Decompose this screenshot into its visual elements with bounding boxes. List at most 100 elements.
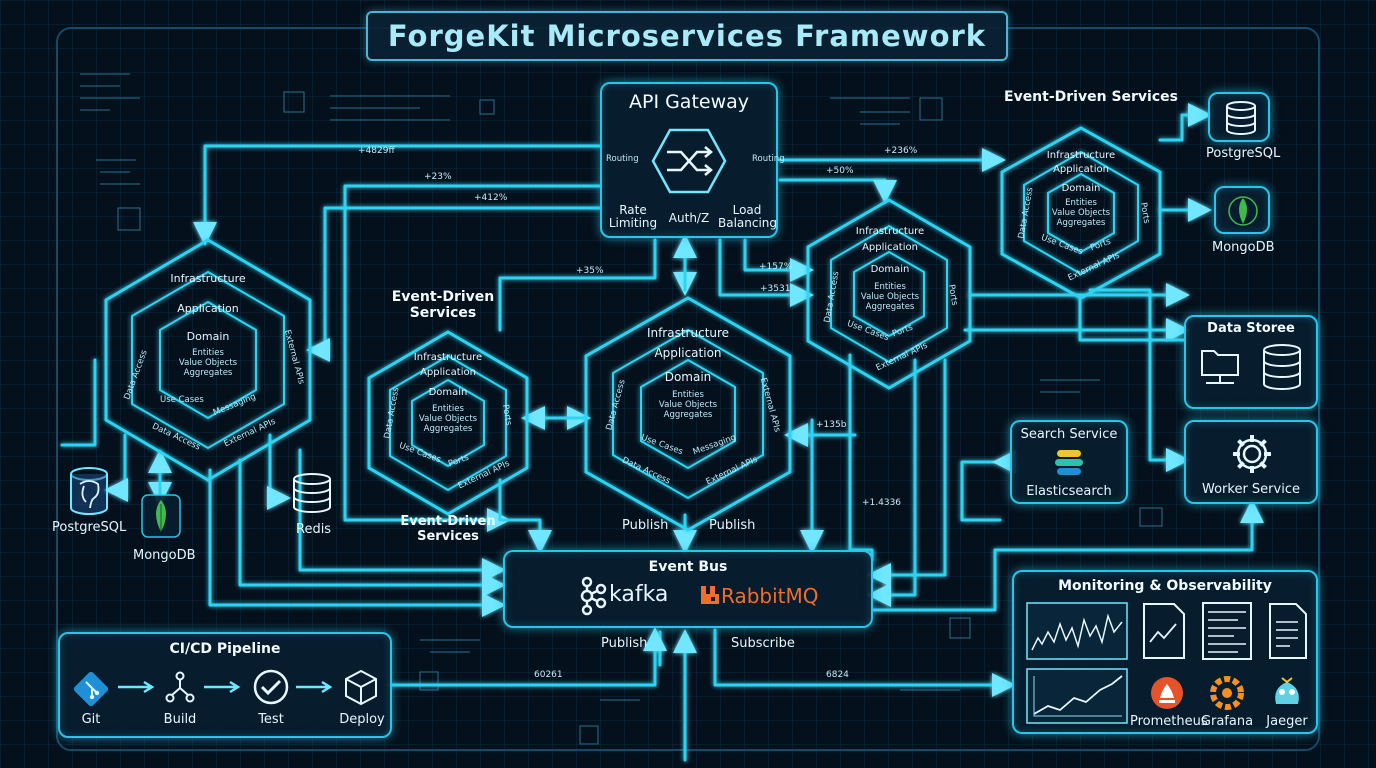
hex-left-application: Application (177, 302, 239, 315)
authz-label: Auth/Z (668, 211, 710, 225)
diagram-title-text: ForgeKit Microservices Framework (387, 19, 987, 53)
git-icon (73, 671, 109, 707)
postgresql-icon (70, 467, 108, 515)
hex-right-aggregates: Aggregates (865, 302, 915, 312)
hex-left-value-objects: Value Objects (178, 358, 238, 368)
kafka-label: kafka (609, 582, 669, 607)
edge-label: +412% (474, 193, 508, 203)
top-right-postgresql-label: PostgreSQL (1206, 146, 1281, 161)
hex-right-value-objects: Value Objects (860, 292, 920, 302)
monitoring-title: Monitoring & Observability (1058, 578, 1272, 594)
hexagon-top-right (1000, 126, 1162, 300)
edge-label: +3531 (760, 284, 791, 294)
event-bus-title: Event Bus (648, 559, 728, 575)
cicd-title: CI/CD Pipeline (169, 641, 281, 657)
jaeger-icon (1275, 677, 1299, 704)
shuffle-icon (651, 128, 727, 194)
hex-center-domain: Domain (664, 370, 712, 384)
hex-small-application: Application (420, 367, 476, 378)
circuit-decoration (80, 73, 1163, 745)
hex-center-value-objects: Value Objects (658, 400, 718, 410)
event-driven-label-center-bottom: Event-Driven Services (400, 514, 496, 544)
event-bus-box[interactable]: Event Bus kafka RabbitMQ (503, 550, 873, 628)
hex-small-infrastructure: Infrastructure (413, 352, 483, 363)
hex-small-value-objects: Value Objects (418, 414, 478, 424)
top-right-mongodb-box[interactable] (1214, 186, 1270, 234)
hex-topright-entities: Entities (1065, 198, 1097, 208)
edge-label: +157% (759, 262, 793, 272)
event-driven-label-top-right: Event-Driven Services (1004, 89, 1178, 105)
event-driven-label-center-top: Event-Driven Services (391, 289, 495, 321)
api-gateway-title: API Gateway (628, 91, 750, 113)
left-mongodb-label: MongoDB (133, 548, 196, 563)
hex-left-domain: Domain (186, 330, 230, 343)
hex-right-infrastructure: Infrastructure (855, 226, 925, 237)
kafka-icon (580, 576, 607, 616)
edge-label: 60261 (534, 670, 563, 680)
grafana-icon (1210, 676, 1244, 710)
hex-left-ring-1: Use Cases (160, 395, 204, 405)
edge-label: +35% (576, 266, 604, 276)
routing-left-label: Routing (606, 154, 639, 164)
hex-center-application: Application (654, 346, 722, 360)
metrics-chart-icon (1026, 602, 1128, 660)
worker-service-box[interactable]: Worker Service (1184, 420, 1318, 504)
hexagon-left (104, 238, 312, 482)
hexagon-small (367, 330, 529, 516)
left-redis-label: Redis (296, 522, 332, 537)
hexagon-center (584, 296, 792, 532)
hex-topright-domain: Domain (1061, 183, 1101, 194)
edge-label: 6824 (826, 670, 849, 680)
search-service-box[interactable]: Search Service Elasticsearch (1010, 420, 1128, 504)
hexagon-right (806, 198, 972, 390)
hex-small-aggregates: Aggregates (423, 424, 473, 434)
top-right-mongodb-label: MongoDB (1212, 240, 1275, 255)
search-service-title: Search Service (1020, 427, 1118, 442)
subscribe-bottom-label: Subscribe (731, 636, 795, 651)
diagram-title: ForgeKit Microservices Framework (366, 11, 1008, 61)
deploy-box-icon (345, 669, 377, 706)
hex-topright-aggregates: Aggregates (1056, 218, 1106, 228)
data-store-title: Data Storee (1207, 321, 1295, 336)
hex-center-entities: Entities (672, 390, 704, 400)
rabbitmq-label: RabbitMQ (721, 584, 819, 608)
test-check-icon (253, 669, 289, 705)
hex-topright-value-objects: Value Objects (1051, 208, 1111, 218)
edge-label: +236% (884, 146, 918, 156)
hex-left-aggregates: Aggregates (183, 368, 233, 378)
top-right-postgresql-box[interactable] (1208, 92, 1270, 142)
rate-limiting-label: Rate Limiting (608, 203, 658, 230)
database-icon (1226, 101, 1256, 135)
hex-right-application: Application (862, 242, 918, 253)
publish-bottom-label: Publish (601, 636, 648, 651)
cicd-step-build: Build (163, 712, 197, 727)
data-store-box[interactable]: Data Storee (1184, 315, 1318, 409)
build-icon (165, 671, 195, 703)
hex-right-entities: Entities (874, 282, 906, 292)
hex-topright-infrastructure: Infrastructure (1046, 150, 1116, 161)
mongodb-icon (141, 494, 181, 538)
cicd-step-git: Git (81, 712, 101, 727)
api-gateway-box[interactable]: API Gateway Routing Routing Rate Limitin… (600, 82, 785, 238)
jaeger-label: Jaeger (1266, 714, 1308, 729)
edge-label: +4829ff (358, 146, 395, 156)
cicd-step-deploy: Deploy (339, 712, 385, 727)
cicd-step-test: Test (258, 712, 284, 727)
edge-label: +135b (816, 420, 847, 430)
hex-small-domain: Domain (428, 387, 468, 398)
hex-center-aggregates: Aggregates (663, 410, 713, 420)
prometheus-icon (1151, 677, 1183, 709)
hex-topright-application: Application (1053, 164, 1109, 175)
mongodb-leaf-icon (1228, 196, 1258, 226)
hex-center-infrastructure: Infrastructure (646, 326, 730, 340)
folder-network-icon (1201, 350, 1239, 384)
left-postgresql-label: PostgreSQL (52, 520, 127, 535)
cicd-pipeline-box[interactable]: CI/CD Pipeline Git Build Test Deploy (58, 632, 392, 738)
routing-right-label: Routing (752, 154, 785, 164)
hex-left-entities: Entities (192, 348, 224, 358)
line-chart-icon (1026, 668, 1128, 724)
arrow-right-icon (118, 680, 155, 694)
hex-right-domain: Domain (870, 264, 910, 275)
database-stack-icon (1263, 344, 1301, 390)
monitoring-box[interactable]: Monitoring & Observability Prometheus Gr… (1012, 570, 1318, 734)
